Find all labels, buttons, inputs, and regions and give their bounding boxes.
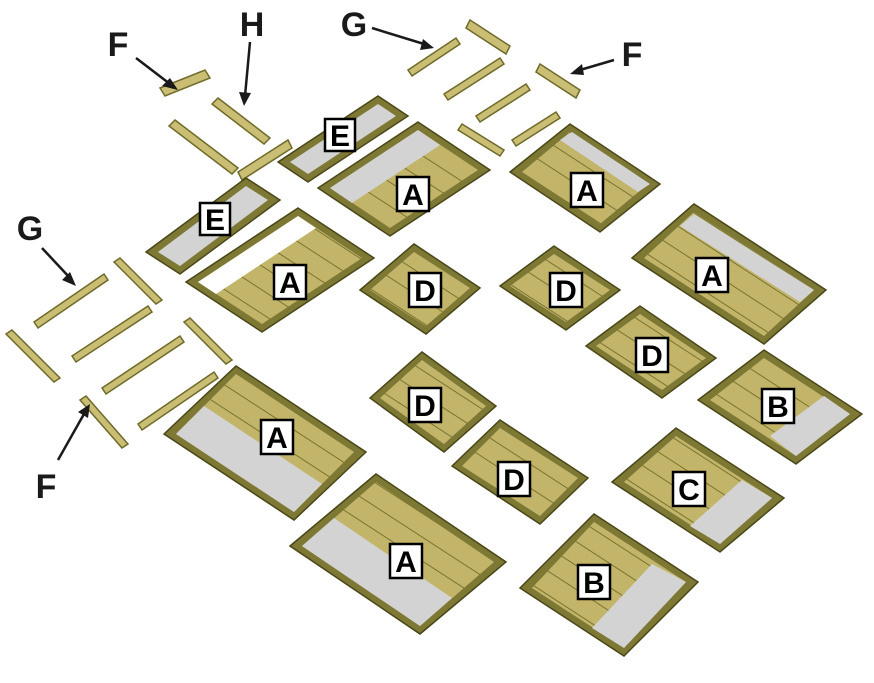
svg-text:E: E — [205, 204, 225, 237]
piece-label-a-bottom-left: A — [259, 418, 295, 456]
svg-text:D: D — [414, 390, 436, 423]
svg-text:F: F — [108, 26, 129, 64]
piece-label-a-right: A — [694, 256, 730, 294]
svg-text:C: C — [678, 474, 700, 507]
rail-piece — [456, 122, 506, 158]
rail-piece — [465, 18, 511, 56]
piece-label-a-bottom-center: A — [388, 542, 424, 580]
svg-text:D: D — [641, 340, 663, 373]
svg-text:G: G — [17, 210, 43, 248]
rail-piece — [237, 138, 293, 182]
rail-piece — [4, 329, 62, 383]
callout-f-top-right: F — [570, 36, 642, 75]
callout-f-top-left: F — [108, 26, 178, 90]
rail-piece — [136, 370, 220, 432]
callout-g-top-right: G — [341, 6, 434, 50]
rail-piece — [182, 317, 234, 365]
piece-label-b-right: B — [760, 387, 796, 425]
callout-h-top-left: H — [239, 6, 264, 106]
piece-label-d-1: D — [407, 271, 443, 309]
piece-label-e-lower: E — [198, 201, 232, 237]
rail-piece — [78, 395, 130, 449]
rail-piece — [158, 69, 212, 97]
svg-text:A: A — [576, 175, 598, 208]
rail-group-top-left — [158, 69, 293, 182]
svg-text:B: B — [767, 391, 789, 424]
rail-piece — [535, 62, 581, 100]
svg-text:A: A — [279, 267, 301, 300]
rail-piece — [112, 257, 164, 305]
piece-label-d-3: D — [634, 336, 670, 374]
rail-piece — [210, 97, 272, 145]
piece-label-a-top-center: A — [395, 175, 431, 213]
svg-text:A: A — [402, 179, 424, 212]
svg-text:D: D — [503, 464, 525, 497]
svg-text:G: G — [341, 6, 367, 44]
rail-piece — [406, 36, 462, 78]
rail-piece — [70, 304, 154, 364]
rail-piece — [100, 334, 186, 396]
rail-piece — [510, 110, 562, 148]
piece-label-d-2: D — [548, 271, 584, 309]
svg-text:F: F — [36, 468, 57, 506]
svg-text:D: D — [555, 275, 577, 308]
piece-label-b-bottom: B — [576, 563, 612, 601]
piece-label-e-upper: E — [323, 117, 357, 153]
rail-piece — [442, 56, 506, 102]
rail-piece — [32, 272, 110, 330]
piece-label-d-5: D — [496, 460, 532, 498]
rail-group-left — [4, 257, 234, 449]
svg-text:A: A — [701, 260, 723, 293]
rail-piece — [167, 119, 240, 175]
svg-text:A: A — [266, 422, 288, 455]
svg-text:B: B — [583, 567, 605, 600]
svg-text:D: D — [414, 275, 436, 308]
callout-g-left: G — [17, 210, 76, 286]
svg-text:F: F — [622, 36, 643, 74]
piece-label-d-4: D — [407, 386, 443, 424]
callout-f-left: F — [36, 404, 90, 506]
piece-label-a-top-right: A — [569, 171, 605, 209]
svg-text:A: A — [395, 546, 417, 579]
piece-label-c: C — [671, 470, 707, 508]
svg-text:E: E — [330, 120, 350, 153]
svg-text:H: H — [240, 6, 265, 44]
rail-group-top-right — [406, 18, 581, 158]
rail-piece — [474, 82, 532, 124]
piece-label-a-left: A — [272, 263, 308, 301]
